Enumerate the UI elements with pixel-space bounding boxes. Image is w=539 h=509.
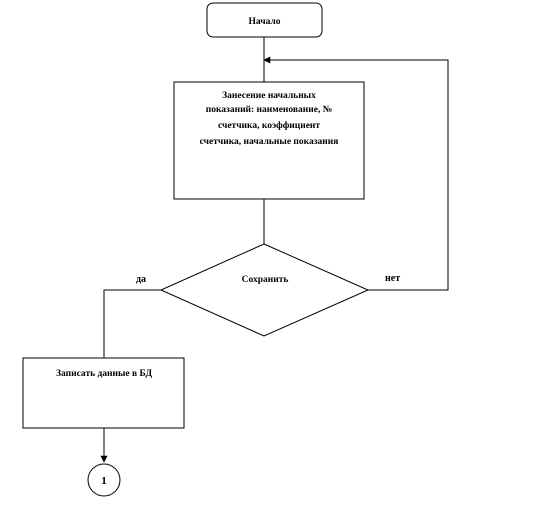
input-process-label-line-4: счетчика, начальные показания (200, 137, 339, 147)
write-db-process-node (22, 357, 185, 429)
input-process-label-line-1: Занесение начальных (222, 91, 316, 101)
edge-yes-to-write (103, 289, 161, 358)
edge-no-loop-back (263, 56, 449, 291)
decision-node-label: Сохранить (242, 275, 289, 285)
write-db-process-label: Записать данные в БД (56, 369, 152, 379)
start-node-label: Начало (248, 17, 280, 27)
input-process-label-line-2: показаний: наименование, № (206, 104, 333, 115)
edge-yes-label: да (136, 274, 146, 285)
input-process-label-line-3: счетчика, коэффициент (218, 120, 320, 131)
edge-no-label: нет (385, 273, 400, 284)
connector-node (87, 463, 121, 497)
connector-node-label: 1 (101, 475, 107, 487)
input-process-node (173, 81, 365, 200)
decision-node (159, 243, 370, 337)
